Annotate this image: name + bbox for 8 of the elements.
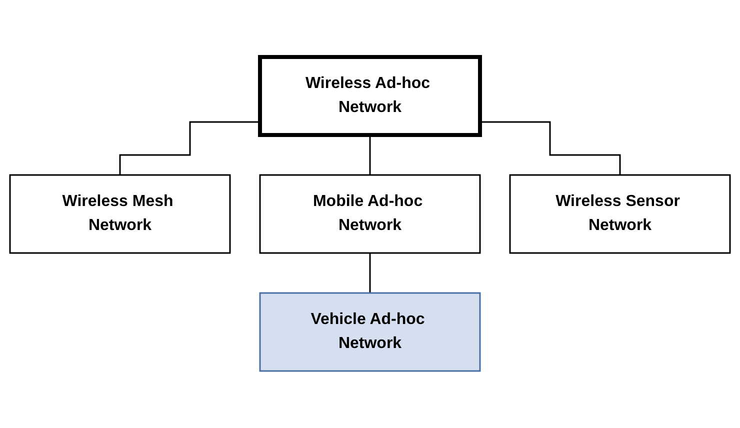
node-box: Wireless Mesh Network — [9, 174, 231, 254]
node-box: Mobile Ad-hoc Network — [259, 174, 481, 254]
connector — [119, 121, 260, 176]
node-box: Vehicle Ad-hoc Network — [259, 292, 481, 372]
connector — [480, 121, 621, 176]
node-box: Wireless Ad-hoc Network — [258, 55, 482, 137]
connector — [369, 252, 371, 294]
node-box: Wireless Sensor Network — [509, 174, 731, 254]
